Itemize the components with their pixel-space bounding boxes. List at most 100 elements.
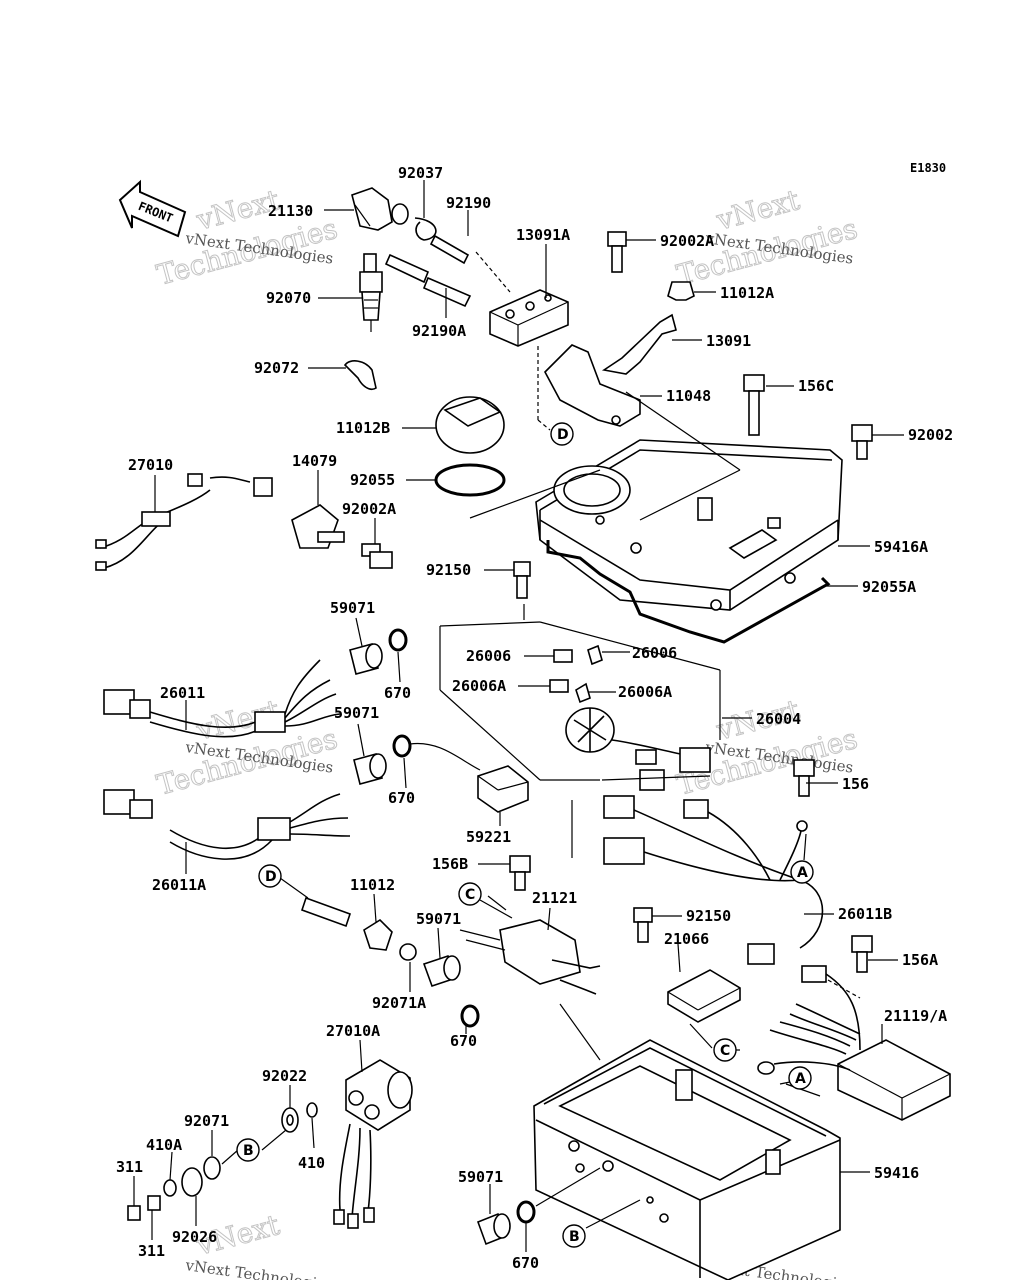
front-arrow-icon: FRONT bbox=[118, 179, 187, 238]
ref-marker-A-right: A bbox=[790, 860, 814, 884]
washer-92022 bbox=[281, 1107, 299, 1133]
label-156B: 156B bbox=[432, 855, 468, 873]
part-labels: 21130 92037 92190 92070 92190A 13091A 92… bbox=[116, 164, 953, 1272]
clamp-92037 bbox=[414, 217, 437, 241]
label-26011: 26011 bbox=[160, 684, 205, 702]
bracket-13091 bbox=[601, 313, 677, 375]
fuse-26006A-left bbox=[549, 679, 569, 693]
harness-26011A bbox=[103, 789, 351, 860]
label-59071-d: 59071 bbox=[458, 1168, 503, 1186]
case-cover-59416A bbox=[535, 439, 843, 611]
label-92002A-mid: 92002A bbox=[342, 500, 396, 518]
label-670-b: 670 bbox=[388, 789, 415, 807]
connector-59221 bbox=[477, 765, 529, 813]
ref-marker-D-top: D bbox=[550, 422, 574, 446]
nut-311-top bbox=[127, 1205, 141, 1221]
bracket-11048 bbox=[544, 344, 641, 427]
label-92150-top: 92150 bbox=[426, 561, 471, 579]
label-92070: 92070 bbox=[266, 289, 311, 307]
label-27010A: 27010A bbox=[326, 1022, 380, 1040]
starter-relay-27010A bbox=[333, 1059, 413, 1229]
washer-410A bbox=[163, 1179, 177, 1197]
label-59416: 59416 bbox=[874, 1164, 919, 1182]
label-59221: 59221 bbox=[466, 828, 511, 846]
label-11012B: 11012B bbox=[336, 419, 390, 437]
label-26004: 26004 bbox=[756, 710, 801, 728]
label-26006-left: 26006 bbox=[466, 647, 511, 665]
harness-26011 bbox=[103, 659, 341, 738]
bolt-92002 bbox=[851, 424, 873, 460]
leader-lines bbox=[133, 180, 904, 1252]
label-92026: 92026 bbox=[172, 1228, 217, 1246]
label-92022: 92022 bbox=[262, 1067, 307, 1085]
label-92071A: 92071A bbox=[372, 994, 426, 1012]
label-92037: 92037 bbox=[398, 164, 443, 182]
label-92072: 92072 bbox=[254, 359, 299, 377]
svg-text:C: C bbox=[465, 887, 475, 903]
label-11048: 11048 bbox=[666, 387, 711, 405]
bolt-92002A-mid bbox=[361, 543, 393, 569]
label-670-a: 670 bbox=[384, 684, 411, 702]
cap-11012B bbox=[435, 396, 505, 454]
ref-marker-B-bottom: B bbox=[562, 1224, 586, 1248]
label-21121: 21121 bbox=[532, 889, 577, 907]
label-92002: 92002 bbox=[908, 426, 953, 444]
o-ring-670-b bbox=[392, 734, 412, 758]
fuse-26006-right bbox=[587, 644, 603, 666]
label-311-bottom: 311 bbox=[138, 1242, 165, 1260]
label-21119A: 21119/A bbox=[884, 1007, 947, 1025]
label-59071-b: 59071 bbox=[334, 704, 379, 722]
spark-plug bbox=[359, 253, 383, 332]
label-410A: 410A bbox=[146, 1136, 182, 1154]
fuse-26006A-right bbox=[575, 682, 591, 704]
label-13091: 13091 bbox=[706, 332, 751, 350]
label-670-c: 670 bbox=[450, 1032, 477, 1050]
label-59071-a: 59071 bbox=[330, 599, 375, 617]
label-156: 156 bbox=[842, 775, 869, 793]
cap-11012A bbox=[667, 281, 695, 301]
gasket-92055A bbox=[546, 540, 831, 644]
svg-text:A: A bbox=[795, 1071, 806, 1087]
label-59071-c: 59071 bbox=[416, 910, 461, 928]
label-92190: 92190 bbox=[446, 194, 491, 212]
ignition-coil-21121 bbox=[459, 899, 601, 995]
label-410: 410 bbox=[298, 1154, 325, 1172]
label-26011B: 26011B bbox=[838, 905, 892, 923]
label-13091A: 13091A bbox=[516, 226, 570, 244]
tube-92190 bbox=[429, 234, 470, 265]
svg-text:vNext Technologies: vNext Technologies bbox=[183, 1256, 334, 1280]
label-311-top: 311 bbox=[116, 1158, 143, 1176]
band-92072 bbox=[343, 360, 377, 391]
bolt-92002A-top bbox=[607, 231, 627, 273]
bolt-156 bbox=[793, 759, 815, 797]
label-21066: 21066 bbox=[664, 930, 709, 948]
label-156A: 156A bbox=[902, 951, 938, 969]
grommet-59071-c bbox=[422, 954, 461, 988]
label-26006-right: 26006 bbox=[632, 644, 677, 662]
ref-marker-C-top: C bbox=[458, 882, 482, 906]
grommet-92071 bbox=[203, 1156, 221, 1180]
grommet-92026 bbox=[181, 1167, 203, 1197]
o-ring-670-d bbox=[516, 1200, 536, 1224]
label-670-d: 670 bbox=[512, 1254, 539, 1272]
tube-92190A-lower bbox=[422, 276, 472, 308]
harness-26011B bbox=[603, 795, 824, 965]
label-26006A-right: 26006A bbox=[618, 683, 672, 701]
bolt-92150-top bbox=[513, 561, 531, 599]
igniter-21119A bbox=[757, 965, 951, 1121]
tube-11012 bbox=[300, 896, 393, 951]
label-92002A-top: 92002A bbox=[660, 232, 714, 250]
grommet-92071A bbox=[399, 943, 417, 961]
o-ring-670-a bbox=[388, 628, 408, 652]
label-14079: 14079 bbox=[292, 452, 337, 470]
ref-marker-A-low: A bbox=[788, 1066, 812, 1090]
case-59416 bbox=[533, 1039, 841, 1280]
label-26011A: 26011A bbox=[152, 876, 206, 894]
bolt-92150-mid bbox=[633, 907, 653, 943]
label-21130: 21130 bbox=[268, 202, 313, 220]
label-11012A: 11012A bbox=[720, 284, 774, 302]
bolt-156C bbox=[743, 374, 765, 436]
harness-27010 bbox=[95, 473, 273, 571]
bolt-156A bbox=[851, 935, 873, 973]
